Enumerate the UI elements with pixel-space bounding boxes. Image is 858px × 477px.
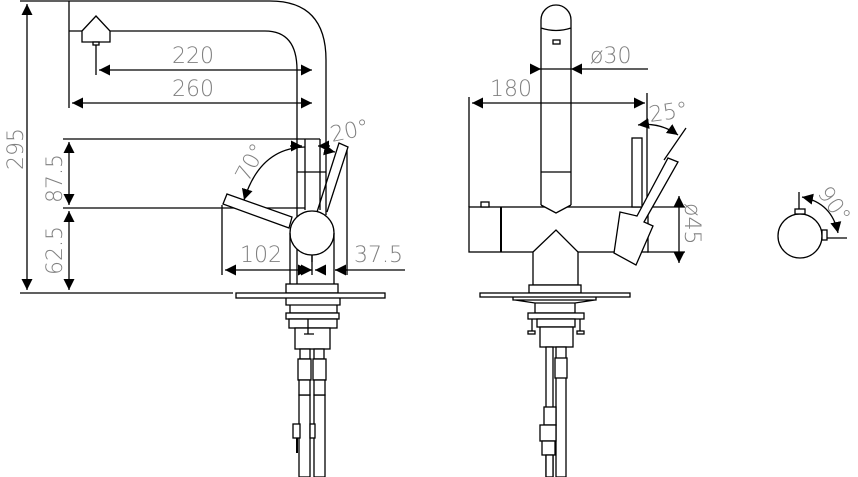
top-view: 90°	[777, 182, 855, 259]
spout-tube	[540, 4, 572, 205]
dim-lever-reach: 102	[240, 243, 282, 268]
lever-back-position	[316, 142, 349, 213]
lever-upright	[631, 137, 643, 208]
body-top-circle	[777, 213, 823, 259]
dim-lever-offset: 37.5	[354, 243, 403, 268]
dim-lever-angle-back: 20°	[328, 115, 371, 148]
side-view: 295 87.5 62.5 220 260 102 37.5 20° 70°	[4, 0, 405, 477]
dim-total-height: 295	[4, 128, 29, 170]
dim-body-width: 180	[490, 77, 532, 102]
dim-lower-height: 62.5	[43, 226, 68, 275]
aerator-icon	[81, 15, 111, 43]
supply-hoses-front	[539, 346, 568, 477]
dim-rotation-angle: 90°	[812, 182, 855, 228]
dim-spout-reach-total: 260	[172, 77, 214, 102]
lever-front-position	[222, 193, 293, 229]
countertop-plate-front	[479, 292, 631, 298]
dim-lever-angle-front: 70°	[231, 140, 271, 186]
base-flange	[285, 283, 339, 294]
lever-tilted	[613, 157, 679, 266]
dim-body-diameter: ø45	[679, 203, 704, 244]
dim-spout-reach-aerator: 220	[172, 44, 214, 69]
mixer-body	[289, 210, 335, 256]
dim-upper-height: 87.5	[43, 154, 68, 203]
front-view: ø30 180 25° ø45	[468, 4, 704, 477]
dim-lever-angle: 25°	[647, 98, 689, 128]
supply-hoses	[292, 348, 327, 477]
dim-spout-diameter: ø30	[590, 44, 631, 69]
countertop-plate	[235, 292, 386, 299]
